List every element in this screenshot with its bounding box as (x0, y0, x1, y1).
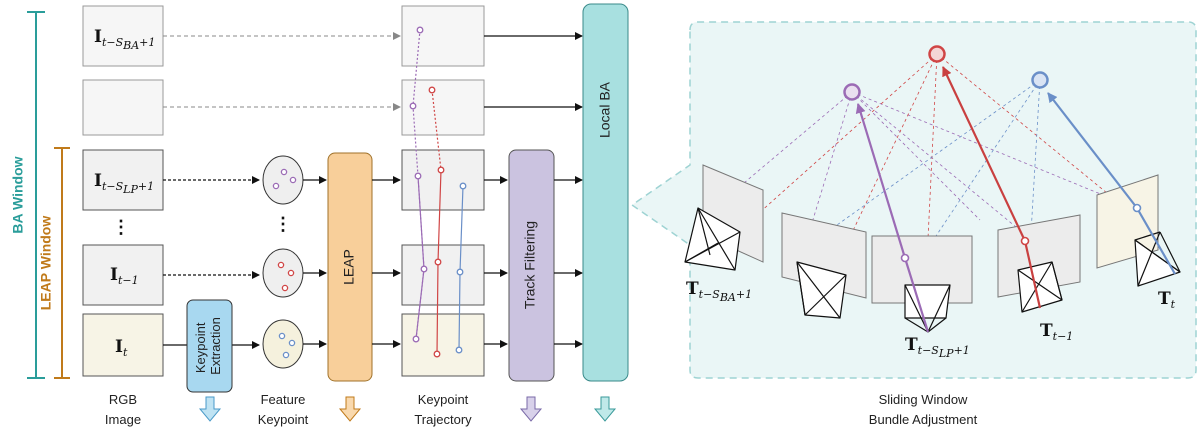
leap-label: LEAP (341, 249, 357, 285)
ray-purple (855, 103, 907, 259)
caption-feature-1: Feature (261, 392, 306, 407)
frame-t-sba (82, 5, 164, 67)
traj-frame-4 (401, 244, 485, 306)
down-arrow-orange-icon (338, 396, 362, 422)
sliding-window-panel: Tt−SBA+1 Tt−SLP+1 Tt−1 Tt (630, 21, 1197, 379)
image-plane-5 (1096, 174, 1159, 269)
pose-label-t-sba: Tt−SBA+1 (686, 279, 752, 304)
traj-frame-5 (401, 313, 485, 377)
feature-ellipse-cur (262, 319, 304, 369)
caption-rgb-2: Image (105, 412, 141, 427)
frame-label-t-1: It−1 (110, 265, 139, 287)
pose-label-t: Tt (1158, 289, 1176, 311)
traj-frame-3 (401, 149, 485, 211)
caption-rgb-1: RGB (109, 392, 137, 407)
feature-ellipse-lp (262, 155, 304, 205)
leap-window-label: LEAP Window (38, 216, 54, 311)
frame-dots: ⋮ (112, 217, 130, 237)
feature-dots: ⋮ (274, 214, 292, 234)
down-arrow-blue-icon (198, 396, 222, 422)
frame-t (82, 313, 164, 377)
local-ba-label: Local BA (597, 81, 613, 138)
caption-traj-1: Keypoint (418, 392, 469, 407)
traj-frame-1 (401, 5, 485, 67)
caption-feature-2: Keypoint (258, 412, 309, 427)
rgb-frames: It−SBA+1 It−SLP+1 ⋮ It−1 It (82, 5, 164, 377)
local-ba-module: Local BA (582, 3, 629, 382)
camera-1 (684, 207, 741, 271)
keypoint-extraction-label: Keypoint Extraction (193, 317, 223, 375)
leap-window-bracket: LEAP Window (38, 147, 70, 379)
keypoint-extraction-module: Keypoint Extraction (186, 299, 233, 393)
pose-label-t-slp: Tt−SLP+1 (905, 335, 970, 360)
camera-4 (1017, 261, 1063, 313)
track-filtering-label: Track Filtering (522, 221, 538, 309)
caption-traj-2: Trajectory (414, 412, 472, 427)
frame-label-t-slp: It−SLP+1 (94, 171, 154, 196)
down-arrow-purple-icon (519, 396, 543, 422)
down-arrows (198, 396, 617, 422)
trajectory-frames (401, 5, 583, 377)
ba-window-label: BA Window (10, 156, 26, 233)
ba-window-bracket: BA Window (10, 11, 45, 379)
track-red (431, 89, 442, 171)
leap-module: LEAP (327, 152, 401, 382)
landmark-purple (843, 83, 861, 101)
frame-empty (82, 79, 164, 136)
frame-t-1 (82, 244, 164, 306)
frame-t-slp (82, 149, 164, 211)
ray-red (942, 66, 1026, 242)
frame-label-t-sba: It−SBA+1 (94, 27, 155, 52)
landmark-red (928, 45, 946, 63)
landmark-blue (1031, 71, 1049, 89)
down-arrow-teal-icon (593, 396, 617, 422)
frame-label-t: It (115, 337, 128, 359)
pose-label-t-1: Tt−1 (1040, 321, 1073, 343)
caption-sliding-1: Sliding Window (879, 392, 968, 407)
caption-sliding-2: Bundle Adjustment (869, 412, 978, 427)
ray-blue (1047, 92, 1138, 209)
feature-keypoints: ⋮ (262, 155, 327, 369)
bottom-captions: RGB Image Feature Keypoint Keypoint Traj… (105, 392, 978, 427)
camera-2 (796, 261, 847, 319)
track-filtering-module: Track Filtering (508, 149, 583, 382)
